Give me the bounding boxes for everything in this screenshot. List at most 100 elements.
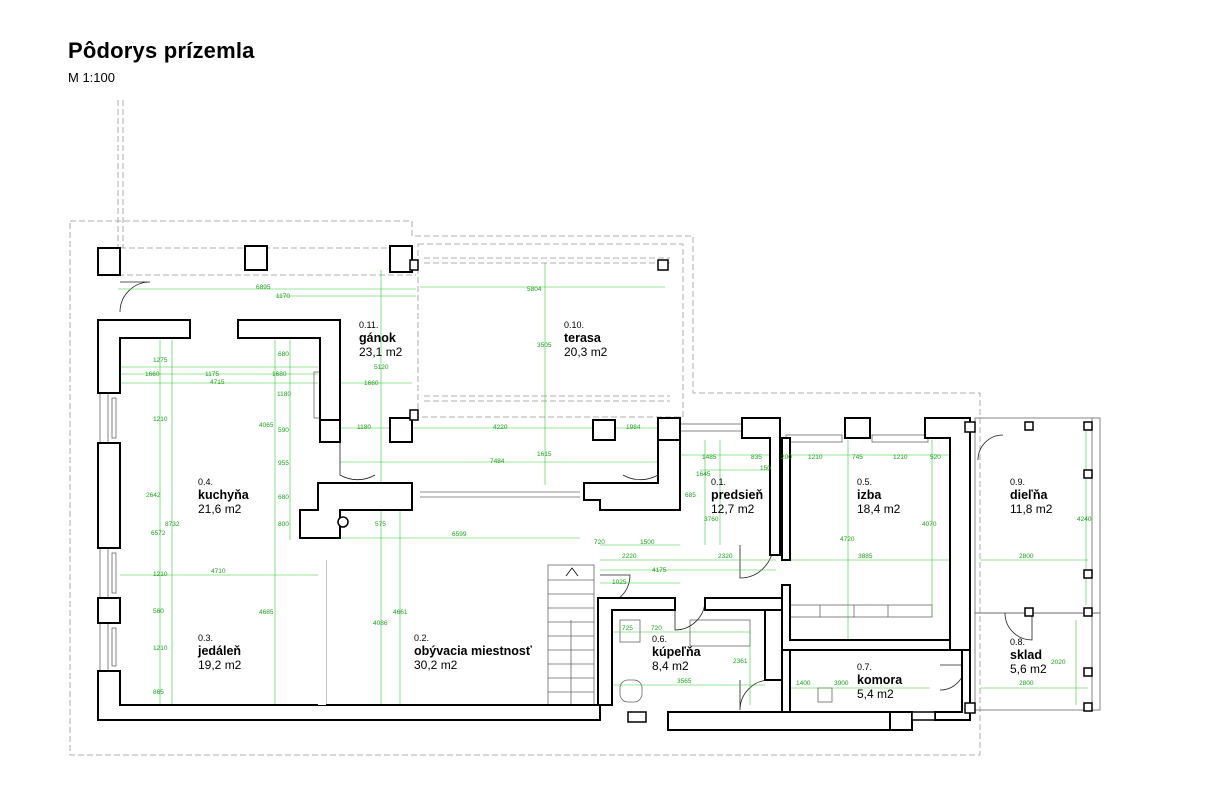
page-title: Pôdorys prízemla xyxy=(68,38,255,63)
dimension-label: 4685 xyxy=(259,609,274,616)
dimension-label: 1680 xyxy=(272,371,287,378)
room-name: jedáleň xyxy=(197,644,241,658)
room-area: 18,4 m2 xyxy=(857,502,901,516)
room-area: 8,4 m2 xyxy=(652,659,689,673)
dimension-label: 5120 xyxy=(374,364,389,371)
dimension-label: 680 xyxy=(278,351,289,358)
room-sklad: 0.8. sklad 5,6 m2 xyxy=(1010,637,1047,676)
dimension-label: 1660 xyxy=(364,380,379,387)
dimension-label: 8732 xyxy=(165,521,180,528)
dimension-label: 4720 xyxy=(840,536,855,543)
dimension-label: 2642 xyxy=(146,492,161,499)
dimension-label: 1210 xyxy=(808,454,823,461)
dimension-label: 3505 xyxy=(537,342,552,349)
dimension-label: 200 xyxy=(781,454,792,461)
room-number: 0.2. xyxy=(414,633,429,643)
room-name: terasa xyxy=(564,331,602,345)
dimension-label: 1400 xyxy=(796,680,811,687)
room-number: 0.8. xyxy=(1010,637,1025,647)
room-name: sklad xyxy=(1010,648,1042,662)
room-number: 0.5. xyxy=(857,477,872,487)
dimension-label: 955 xyxy=(278,460,289,467)
room-name: gánok xyxy=(359,331,396,345)
dimension-lines xyxy=(118,263,1088,705)
dimension-label: 590 xyxy=(278,427,289,434)
dimension-label: 575 xyxy=(375,521,386,528)
room-area: 5,6 m2 xyxy=(1010,662,1047,676)
dimension-label: 4240 xyxy=(1077,516,1092,523)
dimension-label: 2020 xyxy=(1051,659,1066,666)
dimension-label: 520 xyxy=(930,454,941,461)
scale-label: M 1:100 xyxy=(68,70,115,85)
room-number: 0.4. xyxy=(198,477,213,487)
dimension-label: 6895 xyxy=(256,284,271,291)
room-number: 0.3. xyxy=(198,633,213,643)
dimension-label: 1210 xyxy=(153,571,168,578)
room-area: 21,6 m2 xyxy=(198,502,242,516)
room-name: komora xyxy=(857,673,903,687)
dimension-label: 800 xyxy=(278,521,289,528)
room-number: 0.7. xyxy=(857,662,872,672)
dimension-label: 745 xyxy=(852,454,863,461)
columns xyxy=(97,245,1093,731)
room-kupelna: 0.6. kúpeľňa 8,4 m2 xyxy=(652,634,702,673)
dimension-label: 2800 xyxy=(1019,680,1034,687)
dimension-label: 4086 xyxy=(373,620,388,627)
room-number: 0.6. xyxy=(652,634,667,644)
dimension-label: 1275 xyxy=(153,357,168,364)
dimension-label: 1180 xyxy=(277,391,291,398)
dimension-label: 1615 xyxy=(537,451,552,458)
room-area: 11,8 m2 xyxy=(1010,502,1053,516)
dimension-label: 4065 xyxy=(259,422,274,429)
room-kuchyna: 0.4. kuchyňa 21,6 m2 xyxy=(198,477,250,516)
dimension-label: 835 xyxy=(751,454,762,461)
room-terasa: 0.10. terasa 20,3 m2 xyxy=(564,320,608,359)
dimension-label: 3760 xyxy=(704,516,719,523)
room-izba: 0.5. izba 18,4 m2 xyxy=(857,477,901,516)
room-labels: 0.11. gánok 23,1 m2 0.10. terasa 20,3 m2… xyxy=(197,320,1053,701)
dimension-label: 6599 xyxy=(452,531,467,538)
room-area: 20,3 m2 xyxy=(564,345,608,359)
dimension-label: 4710 xyxy=(211,568,226,575)
dimension-label: 1170 xyxy=(276,293,290,300)
dimension-label: 2320 xyxy=(718,553,733,560)
dimension-label: 4715 xyxy=(210,379,225,386)
stove-icon xyxy=(337,516,349,528)
dimension-label: 1180 xyxy=(357,424,371,431)
room-name: predsieň xyxy=(711,488,763,502)
room-number: 0.10. xyxy=(564,320,584,330)
dimension-label: 865 xyxy=(153,689,164,696)
dimension-label: 4220 xyxy=(493,424,508,431)
dimension-label: 3885 xyxy=(858,553,873,560)
room-number: 0.9. xyxy=(1010,477,1025,487)
room-area: 30,2 m2 xyxy=(414,658,458,672)
dimension-label: 720 xyxy=(594,539,605,546)
dimension-label: 1984 xyxy=(626,424,641,431)
dimension-label: 680 xyxy=(278,494,289,501)
room-number: 0.1. xyxy=(711,477,726,487)
dimension-label: 560 xyxy=(153,608,164,615)
walls xyxy=(97,319,971,731)
room-predsien: 0.1. predsieň 12,7 m2 xyxy=(711,477,763,516)
dimension-label: 720 xyxy=(651,625,662,632)
dimension-label: 1210 xyxy=(153,645,168,652)
dimension-label: 2361 xyxy=(733,658,748,665)
room-name: kúpeľňa xyxy=(652,645,702,659)
room-dielna: 0.9. dieľňa 11,8 m2 xyxy=(1010,477,1053,516)
dimension-label: 3565 xyxy=(677,678,692,685)
room-komora: 0.7. komora 5,4 m2 xyxy=(857,662,903,701)
room-jedalen: 0.3. jedáleň 19,2 m2 xyxy=(197,633,242,672)
room-name: izba xyxy=(857,488,882,502)
dimension-label: 4175 xyxy=(652,567,667,574)
dimension-label: 3900 xyxy=(834,680,849,687)
dimension-label: 6572 xyxy=(151,530,166,537)
room-area: 19,2 m2 xyxy=(198,658,242,672)
dimension-label: 2800 xyxy=(1019,553,1034,560)
dimension-label: 4661 xyxy=(393,609,408,616)
dimension-label: 1500 xyxy=(640,539,655,546)
dimension-label: 1175 xyxy=(205,371,219,378)
dimension-label: 1645 xyxy=(696,471,711,478)
room-number: 0.11. xyxy=(359,320,378,330)
room-ganok: 0.11. gánok 23,1 m2 xyxy=(359,320,403,359)
